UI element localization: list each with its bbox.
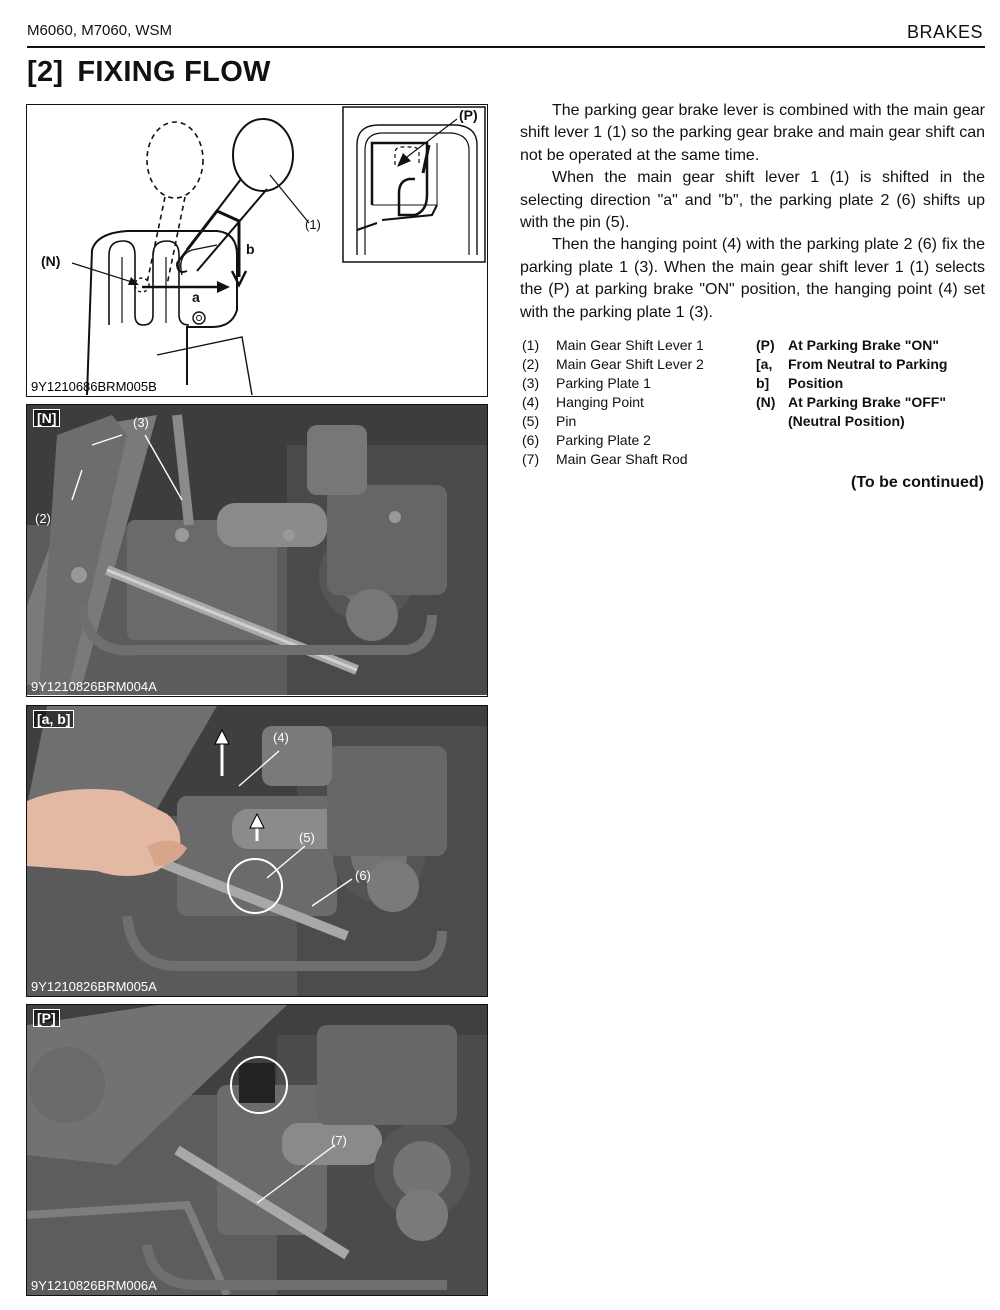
callout-7: (7) (331, 1133, 347, 1148)
figure-code: 9Y1210686BRM005B (31, 379, 157, 394)
legend-item: (P) At Parking Brake "ON" (756, 336, 986, 355)
callout-n: (N) (41, 253, 61, 269)
shift-diagram-drawing (71, 106, 486, 395)
photo-tag: [P] (33, 1009, 60, 1027)
photo-tag: [a, b] (33, 710, 75, 728)
legend-item: (4) Hanging Point (522, 393, 752, 412)
callout-6: (6) (355, 868, 371, 883)
legend-label: Main Gear Shaft Rod (556, 451, 688, 467)
header-section: BRAKES (906, 22, 983, 42)
legend-item: (1) Main Gear Shift Lever 1 (522, 336, 752, 355)
photo-neutral-drawing (27, 405, 487, 695)
legend-key: (N) (756, 394, 776, 410)
figure-photo-ab: [a, b] (4) (5) (6) 9Y1210826BRM005A (26, 705, 488, 997)
legend-label: Main Gear Shift Lever 1 (556, 337, 704, 353)
section-number: [2] (27, 56, 64, 88)
paragraph: The parking gear brake lever is combined… (520, 102, 985, 164)
section-title: [2] FIXING FLOW (27, 56, 271, 89)
legend-key: (6) (522, 432, 540, 448)
photo-tag: [N] (33, 409, 61, 427)
photo-parking-drawing (27, 1005, 487, 1295)
legend-key: (4) (522, 394, 540, 410)
legend-key: [a, b] (756, 356, 773, 391)
paragraph: When the main gear shift lever 1 (1) is … (520, 169, 985, 232)
legend-item: (7) Main Gear Shaft Rod (522, 450, 752, 469)
callout-b: b (246, 241, 255, 257)
header-rule (27, 46, 985, 48)
legend-positions: (P) At Parking Brake "ON" [a, b] From Neut… (756, 336, 986, 431)
callout-p: (P) (459, 107, 478, 123)
figure-code: 9Y1210826BRM006A (31, 1278, 157, 1293)
legend-label: Hanging Point (556, 394, 644, 410)
callout-a: a (192, 289, 200, 305)
description-text: The parking gear brake lever is combined… (520, 100, 985, 324)
legend-item: [a, b] From Neutral to Parking Position (756, 355, 986, 393)
callout-1: (1) (305, 217, 321, 232)
figure-code: 9Y1210826BRM004A (31, 679, 157, 694)
legend-item: (3) Parking Plate 1 (522, 374, 752, 393)
section-title-text: FIXING FLOW (77, 56, 271, 88)
legend-label: At Parking Brake "OFF" (Neutral Position… (788, 394, 946, 429)
paragraph: Then the hanging point (4) with the park… (520, 236, 985, 321)
legend-item: (N) At Parking Brake "OFF" (Neutral Posit… (756, 393, 986, 431)
figure-code: 9Y1210826BRM005A (31, 979, 157, 994)
callout-3: (3) (133, 415, 149, 430)
legend-item: (6) Parking Plate 2 (522, 431, 752, 450)
legend-item: (2) Main Gear Shift Lever 2 (522, 355, 752, 374)
callout-4: (4) (273, 730, 289, 745)
legend-key: (1) (522, 337, 540, 353)
figure-photo-neutral: [N] (3) (2) 9Y1210826BRM004A (26, 404, 488, 697)
continued-note: (To be continued) (850, 474, 984, 491)
legend-key: (5) (522, 413, 540, 429)
legend-label: Pin (556, 413, 577, 429)
figure-shift-diagram: (P) (1) (N) a b 9Y1210686BRM005B (26, 104, 488, 397)
legend-key: (2) (522, 356, 540, 372)
legend-label: From Neutral to Parking Position (788, 356, 948, 391)
legend-key: (P) (756, 337, 775, 353)
callout-2: (2) (35, 511, 51, 526)
header-model: M6060, M7060, WSM (27, 22, 173, 39)
legend-label: At Parking Brake "ON" (788, 337, 939, 353)
legend-key: (7) (522, 451, 540, 467)
legend-key: (3) (522, 375, 540, 391)
legend-item: (5) Pin (522, 412, 752, 431)
photo-ab-drawing (27, 706, 487, 996)
callout-5: (5) (299, 830, 315, 845)
legend-label: Parking Plate 2 (556, 432, 651, 448)
figure-photo-parking: [P] (7) 9Y1210826BRM006A (26, 1004, 488, 1296)
legend-parts: (1) Main Gear Shift Lever 1 (2) Main Gear … (522, 336, 752, 469)
legend-label: Parking Plate 1 (556, 375, 651, 391)
legend-label: Main Gear Shift Lever 2 (556, 356, 704, 372)
